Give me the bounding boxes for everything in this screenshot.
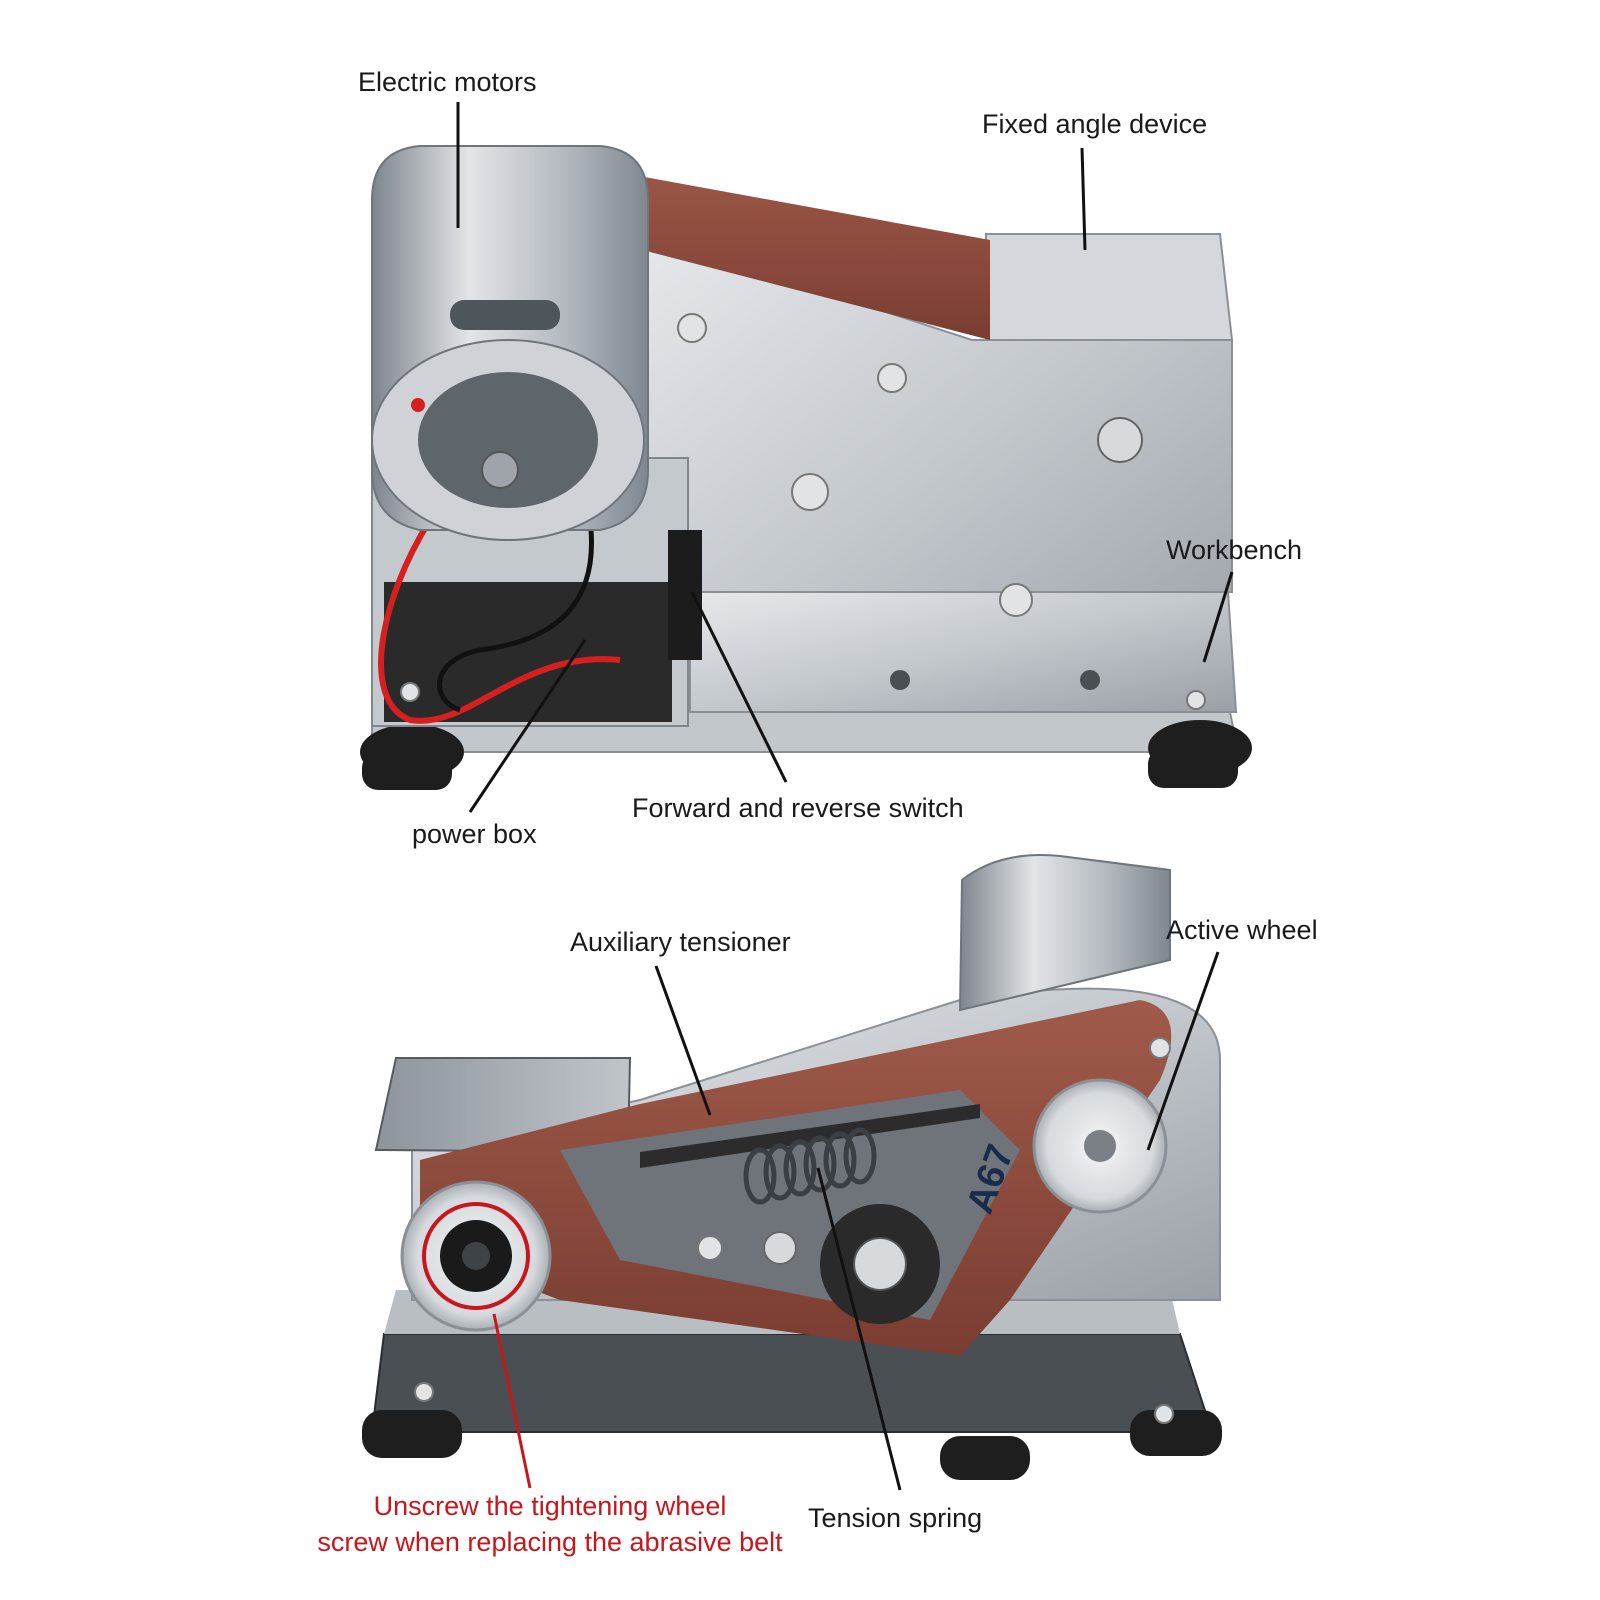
auxiliary-tensioner-plate — [640, 1104, 980, 1168]
workbench-plate — [689, 591, 1238, 713]
screw — [1154, 1404, 1174, 1424]
idler-nut — [853, 1237, 907, 1291]
replacement-note: Unscrew the tightening wheel screw when … — [290, 1488, 810, 1561]
screw — [763, 1231, 797, 1265]
callout-line-active-wheel — [1146, 951, 1220, 1151]
rubber-foot — [1148, 748, 1238, 788]
top-machine-view — [360, 102, 1252, 813]
red-wire — [378, 518, 621, 724]
label-workbench: Workbench — [1166, 535, 1303, 565]
screw — [1186, 690, 1206, 710]
callout-line-tension-spring — [816, 1167, 902, 1491]
hex-socket — [462, 1242, 490, 1270]
motor-slot — [450, 300, 560, 330]
label-fixed-angle-device: Fixed angle device — [982, 109, 1208, 139]
label-active-wheel: Active wheel — [1166, 915, 1318, 945]
screw — [1149, 1037, 1171, 1059]
screw — [677, 313, 707, 343]
bottom-machine-view: A67 — [362, 854, 1222, 1491]
callout-line-auxiliary-tensioner — [654, 965, 712, 1116]
callout-line-forward-reverse-switch — [690, 591, 788, 783]
label-electric-motors: Electric motors — [358, 67, 537, 97]
motor-vent — [418, 372, 598, 508]
motor-shaft — [481, 451, 519, 489]
label-tension-spring: Tension spring — [808, 1503, 983, 1533]
callout-line-workbench — [1202, 571, 1234, 663]
electric-motor-body — [958, 854, 1171, 1012]
highlight-circle — [422, 1202, 530, 1310]
screw — [414, 1382, 434, 1402]
screw — [400, 682, 420, 702]
label-forward-reverse-switch: Forward and reverse switch — [632, 793, 964, 823]
forward-reverse-switch — [668, 530, 702, 660]
rubber-foot — [362, 1410, 462, 1458]
base-plate — [370, 1333, 1214, 1433]
active-wheel-hub — [1084, 1130, 1116, 1162]
rubber-foot — [1130, 1410, 1222, 1456]
hex-nut — [1097, 417, 1143, 463]
power-box-opening — [384, 582, 672, 722]
fixed-angle-device-plate — [985, 233, 1234, 341]
callout-line-fixed-angle-device — [1080, 147, 1087, 251]
screw — [877, 363, 907, 393]
tension-spring — [743, 1127, 877, 1205]
replacement-note-line2: screw when replacing the abrasive belt — [317, 1527, 783, 1558]
replacement-note-line1: Unscrew the tightening wheel — [373, 1491, 727, 1521]
black-wire — [437, 519, 594, 713]
screw — [697, 1235, 723, 1261]
label-power-box: power box — [412, 819, 537, 849]
rubber-foot — [362, 752, 452, 790]
screw — [999, 583, 1033, 617]
callout-line-tightening-wheel — [492, 1313, 532, 1489]
hole — [1080, 670, 1100, 690]
callout-line-power-box — [468, 639, 587, 813]
rubber-foot — [940, 1436, 1030, 1480]
label-auxiliary-tensioner: Auxiliary tensioner — [570, 927, 791, 957]
motor-indicator — [411, 398, 425, 412]
hole — [890, 670, 910, 690]
screw — [791, 473, 829, 511]
